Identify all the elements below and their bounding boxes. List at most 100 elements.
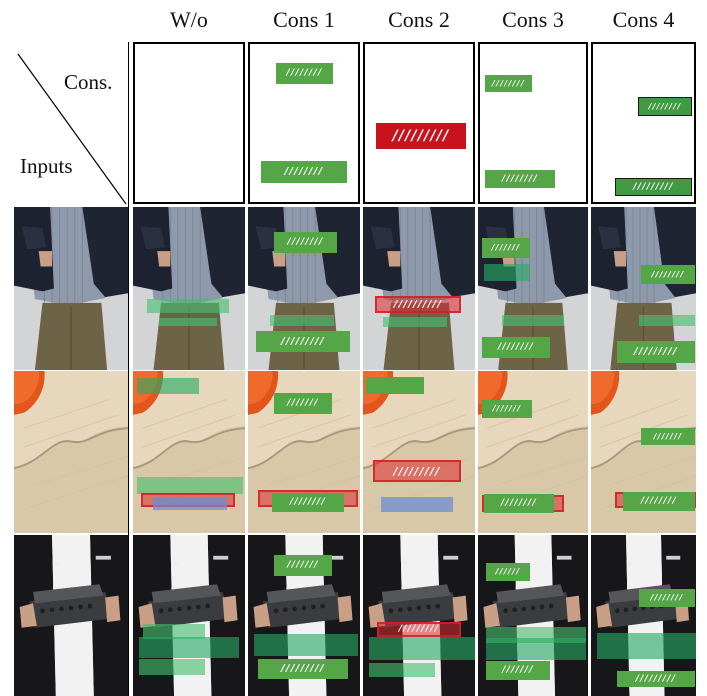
typewriter-product-cell-1 — [133, 535, 245, 696]
layout-text-box: //////// — [485, 170, 555, 188]
slash-pattern-text: /////// — [492, 404, 522, 413]
rendered-text-box: ///////// — [377, 622, 461, 637]
rendered-text-box: /////// — [274, 393, 332, 414]
constraint-box-cons-4: //////// ///////// — [591, 42, 696, 204]
slash-pattern-text: ////// — [495, 567, 521, 576]
predicted-element-box — [484, 264, 530, 281]
denim-jacket-product-cell-5: ///////////////// — [591, 207, 696, 370]
predicted-element-box — [143, 624, 205, 639]
layout-text-box: //////// — [276, 63, 333, 84]
predicted-element-box — [147, 299, 229, 313]
product-photo-denim-jacket-product — [363, 207, 475, 370]
predicted-element-box — [597, 633, 696, 659]
product-photo-denim-jacket-product — [133, 207, 245, 370]
row-header-inputs: Inputs — [20, 154, 73, 178]
product-photo-denim-jacket-product — [14, 207, 128, 370]
predicted-element-box — [137, 378, 199, 394]
predicted-element-box — [159, 318, 217, 326]
rendered-text-box: //////// — [484, 494, 554, 513]
slash-pattern-text: ///////// — [281, 663, 325, 674]
slash-pattern-text: ////////// — [393, 298, 443, 310]
column-header-wo: W/o — [170, 7, 208, 32]
slash-pattern-text: /////// — [502, 665, 534, 675]
denim-jacket-product-cell-2: ///////////////// — [248, 207, 360, 370]
layout-text-box: //////// — [261, 161, 347, 183]
diagonal-divider — [17, 53, 127, 205]
rendered-text-box: //////// — [274, 232, 337, 253]
constraint-box-cons-3: //////// //////// — [478, 42, 588, 204]
predicted-element-box — [137, 477, 243, 494]
predicted-element-box — [369, 663, 435, 677]
slash-pattern-text: ///////// — [634, 346, 678, 357]
predicted-element-box — [254, 634, 358, 656]
rendered-text-box: //////// — [272, 493, 344, 512]
slash-pattern-text: //////// — [290, 497, 326, 507]
slash-pattern-text: ///////// — [398, 624, 440, 634]
column-header-cons-1: Cons 1 — [273, 7, 335, 32]
predicted-element-box — [369, 637, 475, 660]
typewriter-product-cell-3: ///////// — [363, 535, 475, 696]
predicted-element-box — [153, 497, 227, 510]
typewriter-product-cell-4: ///////////// — [478, 535, 588, 696]
predicted-element-box — [381, 497, 453, 512]
rendered-text-box: ///////// — [256, 331, 350, 352]
constraint-box-cons-2: ///////// — [363, 42, 475, 204]
rendered-text-box: //////// — [641, 265, 695, 284]
slash-pattern-text: /////// — [653, 431, 683, 441]
predicted-element-box — [486, 638, 586, 660]
denim-jacket-product-cell-0 — [14, 207, 128, 370]
rendered-text-box: ///////// — [617, 341, 695, 363]
predicted-element-box — [139, 659, 205, 675]
denim-jacket-product-cell-1 — [133, 207, 245, 370]
slash-pattern-text: /////// — [287, 560, 319, 570]
slash-pattern-text: //////// — [650, 593, 684, 602]
rendered-text-box: //////// — [639, 589, 695, 607]
predicted-element-box — [502, 315, 564, 326]
slash-pattern-text: //////// — [501, 498, 537, 508]
slash-pattern-text: //////// — [498, 342, 534, 352]
predicted-element-box — [383, 317, 447, 327]
layout-text-box: ///////// — [615, 178, 692, 196]
row-header-corner: Cons. Inputs — [0, 40, 128, 206]
rendered-text-box: /////// — [274, 555, 332, 576]
predicted-element-box — [639, 315, 695, 326]
product-photo-beige-rug-product — [14, 371, 128, 533]
layout-text-box: //////// — [485, 75, 532, 92]
rendered-text-box: ///////// — [373, 460, 461, 482]
predicted-element-box — [366, 377, 424, 394]
rendered-text-box: ///////// — [258, 659, 348, 679]
slash-pattern-text: /////// — [287, 398, 319, 408]
rendered-text-box: ////// — [486, 563, 530, 581]
beige-rug-product-cell-1 — [133, 371, 245, 533]
rendered-text-box: /////// — [486, 661, 550, 680]
layout-text-box: //////// — [638, 97, 692, 116]
rendered-text-box: ///////// — [617, 671, 695, 687]
product-photo-typewriter-product — [14, 535, 128, 696]
layout-text-box-red: ///////// — [376, 123, 466, 149]
beige-rug-product-cell-5: /////////////// — [591, 371, 696, 533]
column-header-cons-3: Cons 3 — [502, 7, 564, 32]
predicted-element-box — [270, 315, 334, 326]
slash-pattern-text: ///////// — [281, 335, 325, 347]
beige-rug-product-cell-3: ///////// — [363, 371, 475, 533]
slash-pattern-text: ///////// — [393, 464, 441, 478]
slash-pattern-text: //////// — [641, 496, 677, 506]
beige-rug-product-cell-2: /////////////// — [248, 371, 360, 533]
denim-jacket-product-cell-4: /////////////// — [478, 207, 588, 370]
rendered-text-box: /////// — [482, 400, 532, 418]
column-header-cons-4: Cons 4 — [612, 7, 675, 32]
slash-pattern-text: ///////// — [635, 673, 677, 684]
rendered-text-box: /////// — [641, 428, 695, 445]
rendered-text-box: //////// — [623, 492, 695, 511]
slash-pattern-text: /////// — [491, 243, 521, 252]
column-header-cons-2: Cons 2 — [388, 7, 450, 32]
typewriter-product-cell-2: //////////////// — [248, 535, 360, 696]
row-header-cons: Cons. — [64, 70, 113, 94]
constraint-box-cons-1: //////// //////// — [248, 42, 360, 204]
beige-rug-product-cell-4: /////////////// — [478, 371, 588, 533]
header-divider-line — [128, 42, 129, 696]
slash-pattern-text: //////// — [287, 237, 324, 247]
predicted-element-box — [139, 637, 239, 658]
denim-jacket-product-cell-3: ////////// — [363, 207, 475, 370]
rendered-text-box: /////// — [482, 238, 530, 258]
